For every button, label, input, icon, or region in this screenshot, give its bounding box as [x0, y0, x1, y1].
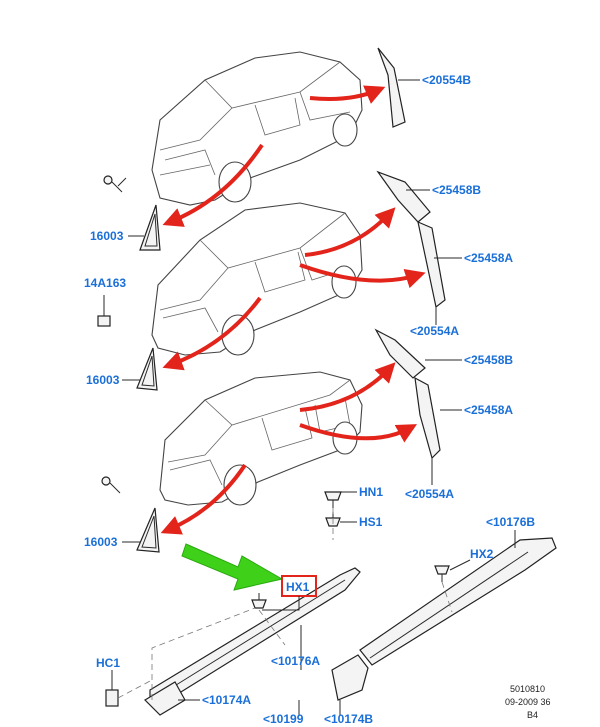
pillar-trim-20554b: [377, 47, 406, 128]
pillar-trim-25458b-top: [376, 170, 431, 223]
label-10174a: <10174A: [202, 693, 251, 707]
label-hx2: HX2: [470, 547, 494, 561]
label-20554a-top: <20554A: [410, 324, 459, 338]
leader-lines: [103, 79, 516, 716]
label-hx1: HX1: [286, 580, 310, 594]
label-10176a: <10176A: [271, 654, 320, 668]
label-hn1: HN1: [359, 485, 383, 499]
footer-rev: B4: [527, 710, 538, 720]
mirror-triangle-16003-bottom: [136, 507, 160, 553]
pillar-trim-25458a-top: [417, 220, 446, 309]
label-20554a-bottom: <20554A: [405, 487, 454, 501]
fastener-hx2: [434, 565, 450, 582]
label-25458b-top: <25458B: [432, 183, 481, 197]
label-25458a-mid: <25458A: [464, 403, 513, 417]
footer-code: 5010810: [510, 684, 545, 694]
pillar-trim-25458b-mid: [374, 328, 426, 379]
label-16003-mid: 16003: [86, 373, 120, 387]
fastener-hn1: [324, 491, 342, 508]
label-10199: <10199: [263, 712, 304, 726]
hatchback-car-illustration: [151, 202, 363, 356]
pillar-trim-25458a-mid: [414, 376, 441, 460]
label-16003-top: 16003: [90, 229, 124, 243]
mud-flap-10174b: [331, 654, 369, 701]
fastener-hc1: [105, 689, 119, 707]
label-hc1: HC1: [96, 656, 120, 670]
sill-molding-10176b: [359, 537, 557, 666]
clip-fastener-bottom: [101, 476, 121, 494]
label-20554b: <20554B: [422, 73, 471, 87]
label-25458b-mid: <25458B: [464, 353, 513, 367]
label-25458a-top: <25458A: [464, 251, 513, 265]
green-pointer-arrow: [181, 543, 284, 591]
red-arrows: [160, 85, 426, 535]
sedan-car-illustration: [151, 51, 363, 206]
label-10174b: <10174B: [324, 712, 373, 726]
label-hs1: HS1: [359, 515, 383, 529]
label-14a163: 14A163: [84, 276, 126, 290]
footer-date: 09-2009 36: [505, 697, 551, 707]
clip-fastener-top: [103, 175, 127, 193]
wagon-car-illustration: [159, 371, 363, 506]
fastener-hx1: [251, 593, 267, 609]
clip-14a163: [97, 305, 111, 327]
label-10176b: <10176B: [486, 515, 535, 529]
label-16003-bottom: 16003: [84, 535, 118, 549]
